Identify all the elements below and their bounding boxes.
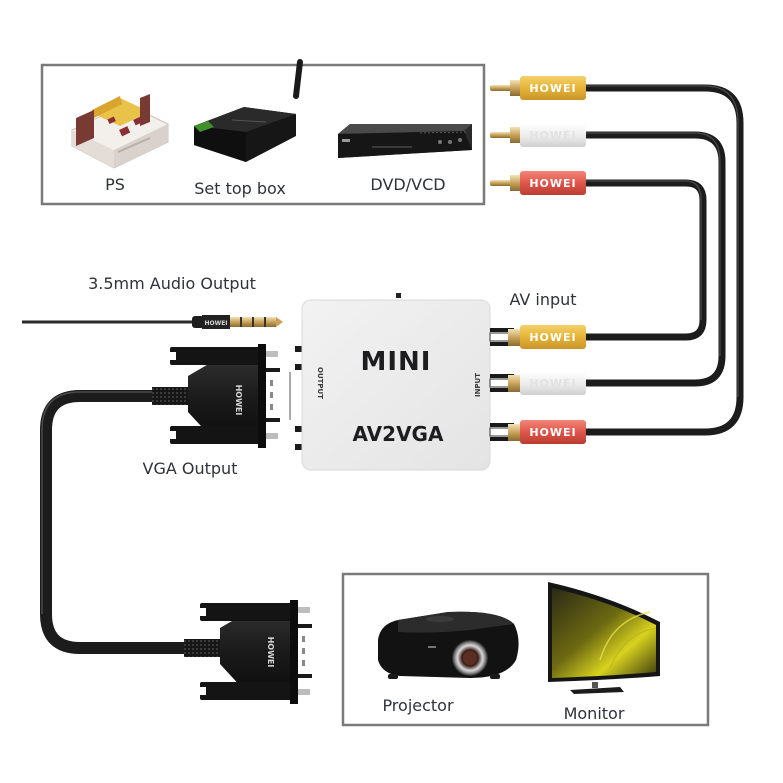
rca-plug-body-red — [520, 420, 586, 444]
source-label-dvd-vcd: DVD/VCD — [370, 175, 445, 194]
vga-thumbscrew-top — [170, 347, 278, 365]
projector-icon — [378, 611, 519, 679]
rca-plug-body-yellow — [520, 76, 586, 100]
monitor-icon — [548, 582, 660, 694]
rca-plug-brand: HOWEI — [529, 426, 576, 439]
adapter-output-port-label: OUTPUT — [316, 367, 324, 399]
rca-plug-body-yellow — [520, 325, 586, 349]
source-label-ps: PS — [105, 175, 125, 194]
vga-thumbscrew-bottom — [200, 682, 310, 700]
rca-plug-yellow-input: HOWEI — [489, 325, 586, 349]
vga-output-label: VGA Output — [143, 459, 238, 478]
audio-jack-tip — [230, 317, 283, 327]
rca-plug-white-input: HOWEI — [489, 371, 586, 395]
vga-connector-brand: HOWEI — [266, 637, 275, 668]
rca-plug-body-red — [520, 171, 586, 195]
adapter-top-marker — [396, 293, 401, 298]
audio-output-label: 3.5mm Audio Output — [88, 274, 256, 293]
rca-plug-white-source: HOWEI — [490, 123, 586, 147]
adapter-vga-port — [289, 346, 303, 450]
destination-label-monitor: Monitor — [564, 704, 625, 723]
rca-cable-bundle — [585, 84, 744, 436]
adapter-input-port-label: INPUT — [474, 373, 482, 397]
av-input-label: AV input — [509, 290, 576, 309]
display-devices-panel: Projector Monitor — [341, 572, 710, 727]
rca-cable-outer — [585, 84, 744, 436]
source-devices-panel: PS Set top box DVD/VCD — [40, 59, 486, 206]
vga-connector-brand: HOWEI — [234, 385, 243, 416]
rca-plug-brand: HOWEI — [529, 377, 576, 390]
rca-plug-red-source: HOWEI — [490, 171, 586, 195]
set-top-box-icon — [194, 59, 303, 162]
rca-plugs-source-side: HOWEI HOWEI HOWEI — [490, 76, 586, 195]
vga-cable — [40, 390, 190, 654]
vga-strain-relief — [184, 639, 222, 657]
rca-plug-yellow-source: HOWEI — [490, 76, 586, 100]
vga-connector-bottom: HOWEI — [184, 600, 312, 704]
vga-thumbscrew-bottom — [170, 426, 278, 444]
adapter-title-av2vga: AV2VGA — [353, 422, 444, 446]
rca-plug-brand: HOWEI — [529, 331, 576, 344]
dvd-player-icon — [338, 124, 472, 158]
game-console-icon — [71, 94, 169, 169]
rca-plug-brand: HOWEI — [529, 129, 576, 142]
rca-plug-brand: HOWEI — [529, 177, 576, 190]
vga-strain-relief — [152, 387, 190, 405]
rca-plug-brand: HOWEI — [529, 82, 576, 95]
audio-plug-brand: HOWEI — [204, 320, 227, 327]
rca-plug-body-white — [520, 371, 586, 395]
rca-cable-inner — [585, 179, 707, 341]
rca-plug-red-input: HOWEI — [489, 420, 586, 444]
vga-connector-top: HOWEI — [152, 344, 280, 448]
audio-cable: HOWEI — [22, 315, 283, 329]
rca-plug-body-white — [520, 123, 586, 147]
vga-thumbscrew-top — [200, 603, 310, 621]
source-label-set-top-box: Set top box — [194, 179, 286, 198]
rca-cable-middle — [585, 131, 726, 387]
av2vga-adapter: MINI AV2VGA OUTPUT INPUT — [289, 293, 491, 471]
rca-plugs-adapter-side: HOWEI HOWEI HOWEI — [489, 325, 586, 444]
adapter-title-mini: MINI — [361, 347, 432, 377]
destination-label-projector: Projector — [382, 696, 454, 715]
